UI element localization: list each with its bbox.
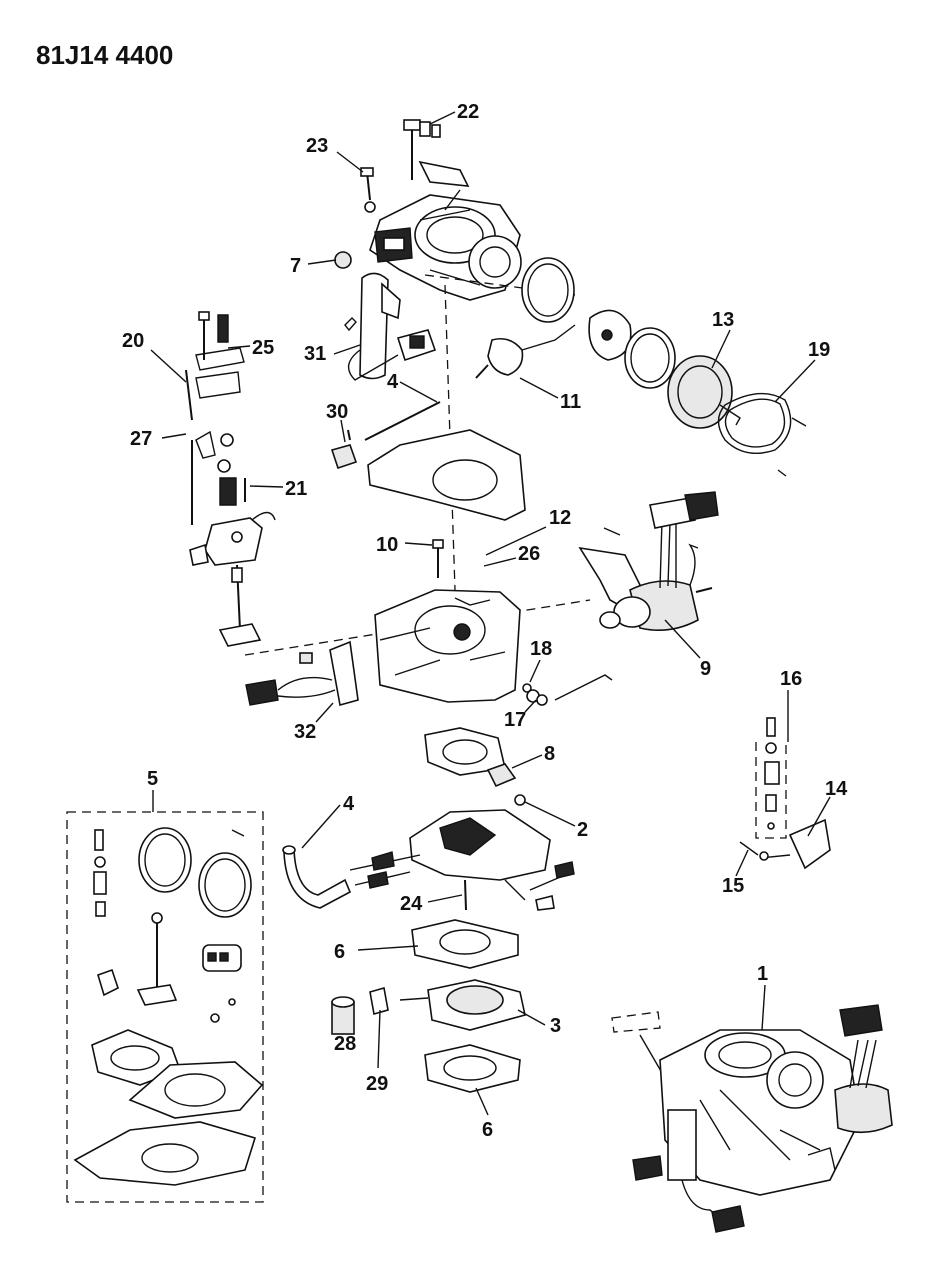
- part-17-18: [522, 674, 613, 706]
- callout-20: 20: [122, 330, 144, 352]
- callout-labels: 22 23 7 20 25 31 4 11 13 19 30 27 21 12 …: [122, 101, 848, 1141]
- part-9-solenoid: [578, 491, 719, 631]
- callout-26: 26: [518, 543, 540, 565]
- callout-32: 32: [294, 721, 316, 743]
- callout-11: 11: [560, 391, 581, 413]
- assembled-carburetor: [611, 1004, 893, 1233]
- leader-lines: [150, 111, 831, 1116]
- callout-19: 19: [808, 339, 830, 361]
- callout-29: 29: [366, 1073, 388, 1095]
- callout-4-upper: 4: [387, 371, 399, 393]
- callout-30: 30: [326, 401, 348, 423]
- callout-3: 3: [550, 1015, 561, 1037]
- callout-27: 27: [130, 428, 152, 450]
- callout-22: 22: [457, 101, 479, 123]
- callout-8: 8: [544, 743, 555, 765]
- callout-24: 24: [400, 893, 423, 915]
- callout-14: 14: [825, 778, 848, 800]
- service-kit-box: [66, 811, 264, 1203]
- callout-9: 9: [700, 658, 711, 680]
- callout-1: 1: [757, 963, 768, 985]
- callout-17: 17: [504, 709, 526, 731]
- callout-4-lower: 4: [343, 793, 355, 815]
- callout-31: 31: [304, 343, 326, 365]
- drawing-code: 81J14 4400: [36, 40, 173, 70]
- callout-16: 16: [780, 668, 802, 690]
- callout-15: 15: [722, 875, 744, 897]
- callout-18: 18: [530, 638, 552, 660]
- callout-6-lower: 6: [482, 1119, 493, 1141]
- main-body: [374, 539, 521, 703]
- callout-13: 13: [712, 309, 734, 331]
- part-31-tube: [344, 272, 437, 381]
- callout-21: 21: [285, 478, 307, 500]
- callout-5: 5: [147, 768, 158, 790]
- part-4-hose: [282, 845, 352, 909]
- throttle-body-parts: [331, 727, 575, 1093]
- callout-23: 23: [306, 135, 328, 157]
- callout-7: 7: [290, 255, 301, 277]
- part-32-connector: [245, 640, 359, 707]
- callout-6-upper: 6: [334, 941, 345, 963]
- callout-2: 2: [577, 819, 588, 841]
- fast-idle-linkage: [185, 311, 276, 647]
- parts-14-15-16: [739, 717, 831, 870]
- callout-25: 25: [252, 337, 274, 359]
- callout-12: 12: [549, 507, 571, 529]
- upper-gasket: [330, 401, 526, 521]
- callout-10: 10: [376, 534, 398, 556]
- choke-parts: [475, 257, 807, 477]
- callout-28: 28: [334, 1033, 356, 1055]
